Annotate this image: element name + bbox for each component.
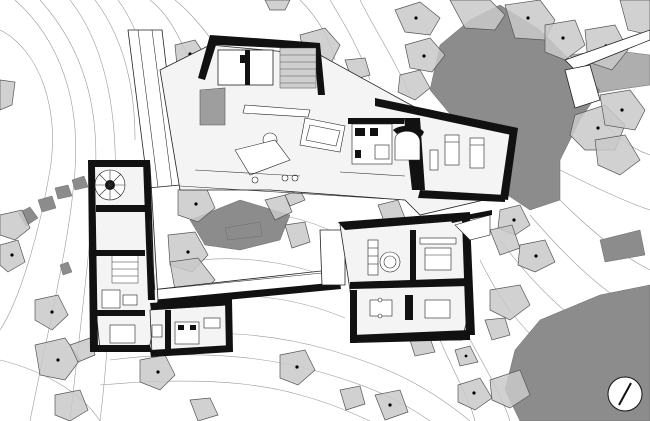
tree-icon: [264, 0, 291, 11]
tree-icon: [69, 337, 96, 363]
rock-step-west-4: [71, 175, 89, 191]
tree-icon: [0, 209, 31, 241]
rock-step-west-5: [59, 261, 73, 276]
spiral-stair: [94, 169, 126, 201]
rock-outcrop-small: [224, 221, 263, 241]
tree-icon: [489, 284, 531, 321]
master-bedroom: [429, 134, 485, 171]
west-wing: [88, 160, 159, 352]
tree-icon: [54, 389, 89, 421]
spa-room: [367, 239, 401, 276]
north-arrow-icon: [607, 376, 643, 412]
tree-icon: [484, 317, 511, 341]
service-block: [351, 123, 393, 165]
stone-block: [199, 87, 226, 126]
tree-icon: [0, 79, 16, 111]
stair: [279, 47, 317, 89]
rock-sw-ridge: [599, 229, 646, 263]
tree-icon: [397, 69, 431, 101]
east-wing: [338, 210, 492, 343]
pool: [454, 214, 491, 241]
curved-bath: [394, 130, 421, 161]
tree-icon: [449, 0, 506, 31]
tree-icon: [264, 194, 293, 221]
tree-icon: [189, 397, 219, 421]
retaining-wall: [564, 29, 650, 109]
tree-icon: [619, 0, 650, 36]
tree-icon: [339, 385, 366, 411]
tree-icon: [284, 221, 311, 249]
rock-step-west-3: [54, 184, 73, 200]
tree-icon: [489, 369, 531, 409]
tree-icon: [544, 19, 586, 61]
living-wing: [159, 35, 518, 216]
south-bedroom-wing: [149, 298, 233, 357]
tree-icon: [594, 134, 641, 176]
rock-step-west-2: [37, 195, 57, 213]
living-furniture: [234, 104, 346, 184]
rock-outcrop-courtyard: [189, 199, 291, 251]
